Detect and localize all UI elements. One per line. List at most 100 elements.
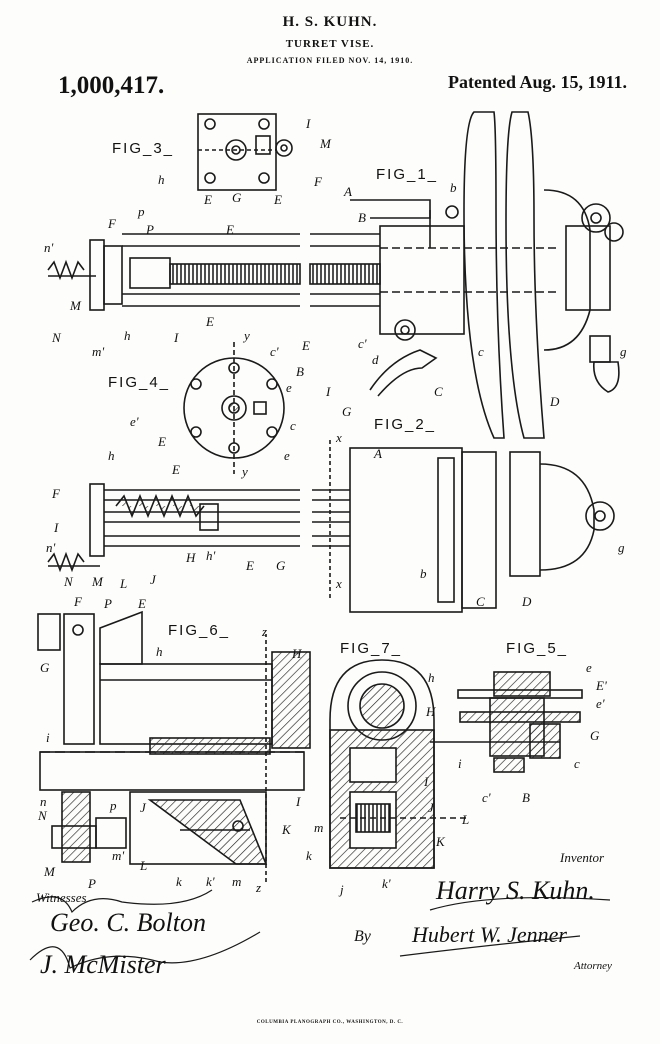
- fig6-label: FIG_6_: [168, 622, 230, 639]
- ref-label: G: [276, 558, 285, 574]
- ref-label: E': [596, 678, 607, 694]
- ref-label: g: [618, 540, 625, 556]
- ref-label: A: [374, 446, 382, 462]
- inventor-label: Inventor: [560, 850, 604, 866]
- fig3-label: FIG_3_: [112, 140, 174, 157]
- ref-label: h': [206, 548, 215, 564]
- ref-label: c': [482, 790, 491, 806]
- ref-label: M: [92, 574, 103, 590]
- ref-label: m: [314, 820, 323, 836]
- witness2-signature: J. McMister: [40, 950, 166, 980]
- ref-label: e: [284, 448, 290, 464]
- ref-label: F: [74, 594, 82, 610]
- ref-label: e': [130, 414, 139, 430]
- ref-label: I: [296, 794, 300, 810]
- ref-label: I: [54, 520, 58, 536]
- fig6-drawing: [38, 612, 310, 882]
- ref-label: i: [458, 756, 462, 772]
- ref-label: E: [172, 462, 180, 478]
- ref-label: m': [112, 848, 124, 864]
- ref-label: C: [434, 384, 443, 400]
- ref-label: k': [206, 874, 215, 890]
- ref-label: G: [342, 404, 351, 420]
- fig4-drawing: [184, 342, 284, 474]
- ref-label: B: [358, 210, 366, 226]
- ref-label: b: [420, 566, 427, 582]
- ref-label: M: [44, 864, 55, 880]
- ref-label: h: [156, 644, 163, 660]
- ref-label: P: [88, 876, 96, 892]
- ref-label: C: [476, 594, 485, 610]
- fig5-drawing: [430, 672, 582, 772]
- fig2-drawing: [48, 440, 614, 612]
- ref-label: h: [108, 448, 115, 464]
- ref-label: E: [158, 434, 166, 450]
- ref-label: k': [382, 876, 391, 892]
- ref-label: m: [232, 874, 241, 890]
- ref-label: k: [176, 874, 182, 890]
- ref-label: J: [428, 800, 434, 816]
- ref-label: I: [326, 384, 330, 400]
- fig1-label: FIG_1_: [376, 166, 438, 183]
- ref-label: n': [44, 240, 53, 256]
- ref-label: E: [274, 192, 282, 208]
- ref-label: i: [46, 730, 50, 746]
- ref-label: P: [104, 596, 112, 612]
- ref-label: F: [108, 216, 116, 232]
- ref-label: M: [320, 136, 331, 152]
- ref-label: z: [256, 880, 261, 896]
- ref-label: h: [158, 172, 165, 188]
- ref-label: G: [232, 190, 241, 206]
- fig2-label: FIG_2_: [374, 416, 436, 433]
- ref-label: c': [358, 336, 367, 352]
- ref-label: D: [522, 594, 531, 610]
- ref-label: z: [262, 624, 267, 640]
- ref-label: L: [120, 576, 127, 592]
- fig7-drawing: [330, 660, 470, 868]
- fig4-label: FIG_4_: [108, 374, 170, 391]
- ref-label: E: [206, 314, 214, 330]
- ref-label: x: [336, 430, 342, 446]
- ref-label: P: [146, 222, 154, 238]
- ref-label: H: [186, 550, 195, 566]
- attorney-label: Attorney: [574, 960, 612, 972]
- ref-label: I: [424, 774, 428, 790]
- printer-footer: COLUMBIA PLANOGRAPH CO., WASHINGTON, D. …: [0, 1020, 660, 1025]
- ref-label: B: [296, 364, 304, 380]
- ref-label: E: [246, 558, 254, 574]
- attorney-signature: Hubert W. Jenner: [412, 922, 567, 948]
- ref-label: H: [426, 704, 435, 720]
- ref-label: y: [242, 464, 248, 480]
- ref-label: I: [174, 330, 178, 346]
- ref-label: c: [290, 418, 296, 434]
- ref-label: J: [140, 800, 146, 816]
- ref-label: k: [306, 848, 312, 864]
- ref-label: G: [40, 660, 49, 676]
- ref-label: c: [478, 344, 484, 360]
- ref-label: L: [140, 858, 147, 874]
- ref-label: L: [462, 812, 469, 828]
- ref-label: E: [204, 192, 212, 208]
- ref-label: y: [244, 328, 250, 344]
- ref-label: j: [340, 882, 344, 898]
- ref-label: m': [92, 344, 104, 360]
- ref-label: H: [292, 646, 301, 662]
- witness1-signature: Geo. C. Bolton: [50, 908, 206, 938]
- fig3-drawing: [198, 114, 292, 190]
- inventor-signature: Harry S. Kuhn.: [436, 876, 595, 906]
- ref-label: c': [270, 344, 279, 360]
- ref-label: B: [522, 790, 530, 806]
- ref-label: b: [450, 180, 457, 196]
- ref-label: E: [226, 222, 234, 238]
- fig5-label: FIG_5_: [506, 640, 568, 657]
- ref-label: F: [314, 174, 322, 190]
- ref-label: n': [46, 540, 55, 556]
- ref-label: d: [372, 352, 379, 368]
- witnesses-label: Witnesses: [36, 890, 87, 906]
- ref-label: M: [70, 298, 81, 314]
- ref-label: D: [550, 394, 559, 410]
- ref-label: g: [620, 344, 627, 360]
- ref-label: A: [344, 184, 352, 200]
- ref-label: K: [282, 822, 291, 838]
- ref-label: p: [138, 204, 145, 220]
